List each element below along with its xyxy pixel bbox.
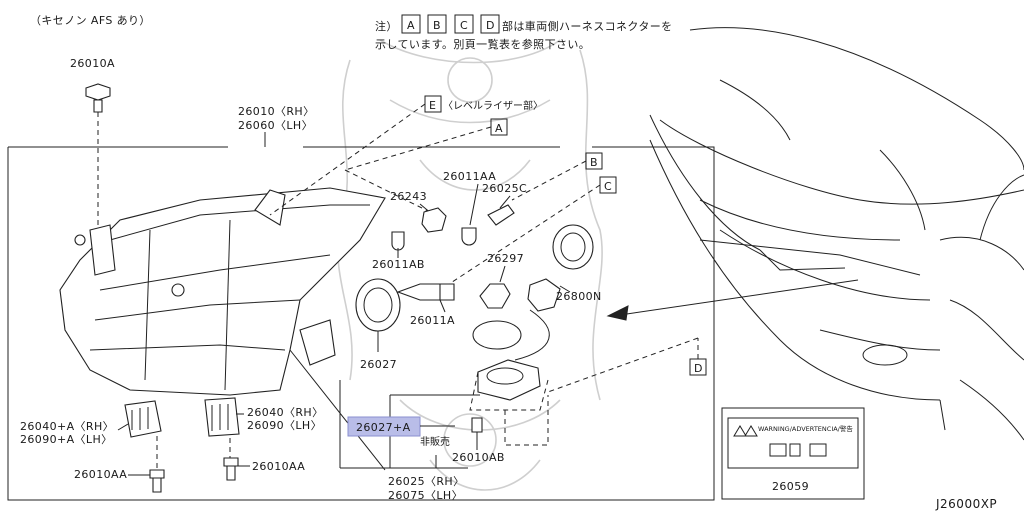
box-b: B: [590, 156, 598, 169]
warning-text: WARNING/ADVERTENCIA/警告: [758, 424, 853, 433]
bulb-26040A: 26040+A〈RH〉 26090+A〈LH〉: [20, 400, 162, 468]
diagram-code: J26000XP: [935, 497, 997, 511]
note-line-1: 部は車両側ハーネスコネクターを: [502, 19, 673, 33]
label-26075-lh: 26075〈LH〉: [388, 489, 463, 502]
box-d: D: [694, 362, 703, 375]
xenon-bulb-26011A: 26011A: [396, 283, 455, 327]
box-c: C: [604, 180, 612, 193]
label-26010AB: 26010AB: [452, 451, 505, 464]
label-26010AA-left: 26010AA: [74, 468, 127, 481]
cap-26027: 26027: [355, 278, 401, 371]
note-line-2: 示しています。別頁一覧表を参照下さい。: [375, 37, 590, 51]
label-26090A-lh: 26090+A〈LH〉: [20, 433, 113, 446]
label-26059: 26059: [772, 480, 809, 493]
ballast-assembly: [389, 309, 550, 468]
leveler-callout: E 〈レベルライザー部〉: [269, 95, 543, 216]
bulb-26011AA: 26011AA: [443, 170, 496, 246]
label-26010A: 26010A: [70, 57, 115, 70]
note-prefix: 注）: [375, 19, 398, 33]
label-26243: 26243: [390, 190, 427, 203]
label-26010-rh: 26010〈RH〉: [238, 105, 315, 118]
label-26027A: 26027+A: [356, 421, 411, 434]
label-26059-box: WARNING/ADVERTENCIA/警告 26059: [721, 407, 865, 500]
highlight-26027A: 26027+A 非販売: [347, 416, 455, 468]
label-26040A-rh: 26040+A〈RH〉: [20, 420, 114, 433]
label-26011AA-top: 26011AA: [443, 170, 496, 183]
headlamp-housing: [59, 187, 386, 471]
location-arrow: [606, 279, 859, 321]
label-26297: 26297: [487, 252, 524, 265]
label-26025-rh: 26025〈RH〉: [388, 475, 465, 488]
leveler-label: 〈レベルライザー部〉: [443, 99, 543, 112]
label-26011A: 26011A: [410, 314, 455, 327]
bulb-26011AB: 26011AB: [372, 231, 425, 271]
connector-callouts: A B C: [344, 118, 617, 291]
label-26011AB: 26011AB: [372, 258, 425, 271]
callout-d: D: [547, 337, 707, 393]
note-box-d: D: [486, 19, 495, 32]
xenon-afs-note: （キセノン AFS あり）: [30, 14, 151, 27]
note-box-b: B: [433, 19, 441, 32]
screw-26010AA-mid: 26010AA: [223, 457, 305, 481]
note-box-a: A: [407, 19, 415, 32]
car-front-illustration: [649, 27, 1024, 441]
bulb-26040: 26040〈RH〉 26090〈LH〉: [204, 397, 324, 458]
socket-26025C: 26025C: [482, 182, 527, 226]
label-26010AA-mid: 26010AA: [252, 460, 305, 473]
socket-26243: 26243: [390, 190, 447, 233]
cap-26800N: 26800N: [527, 224, 602, 312]
label-26040-rh: 26040〈RH〉: [247, 406, 324, 419]
label-not-sold: 非販売: [420, 435, 450, 448]
label-26090-lh: 26090〈LH〉: [247, 419, 322, 432]
screw-26010AA-left: 26010AA: [74, 468, 165, 493]
igniter-26297: 26297: [479, 252, 524, 309]
box-e: E: [429, 99, 436, 112]
label-26025C: 26025C: [482, 182, 527, 195]
label-26060-lh: 26060〈LH〉: [238, 119, 313, 132]
box-a: A: [495, 122, 503, 135]
label-26027: 26027: [360, 358, 397, 371]
label-26800N: 26800N: [556, 290, 602, 303]
assembly-frame: [7, 146, 715, 501]
note-box-c: C: [460, 19, 468, 32]
connector-note: 注） A B C D 部は車両側ハーネスコネクターを 示しています。別頁一覧表を…: [375, 14, 673, 51]
screw-26010A: 26010A: [70, 57, 115, 250]
